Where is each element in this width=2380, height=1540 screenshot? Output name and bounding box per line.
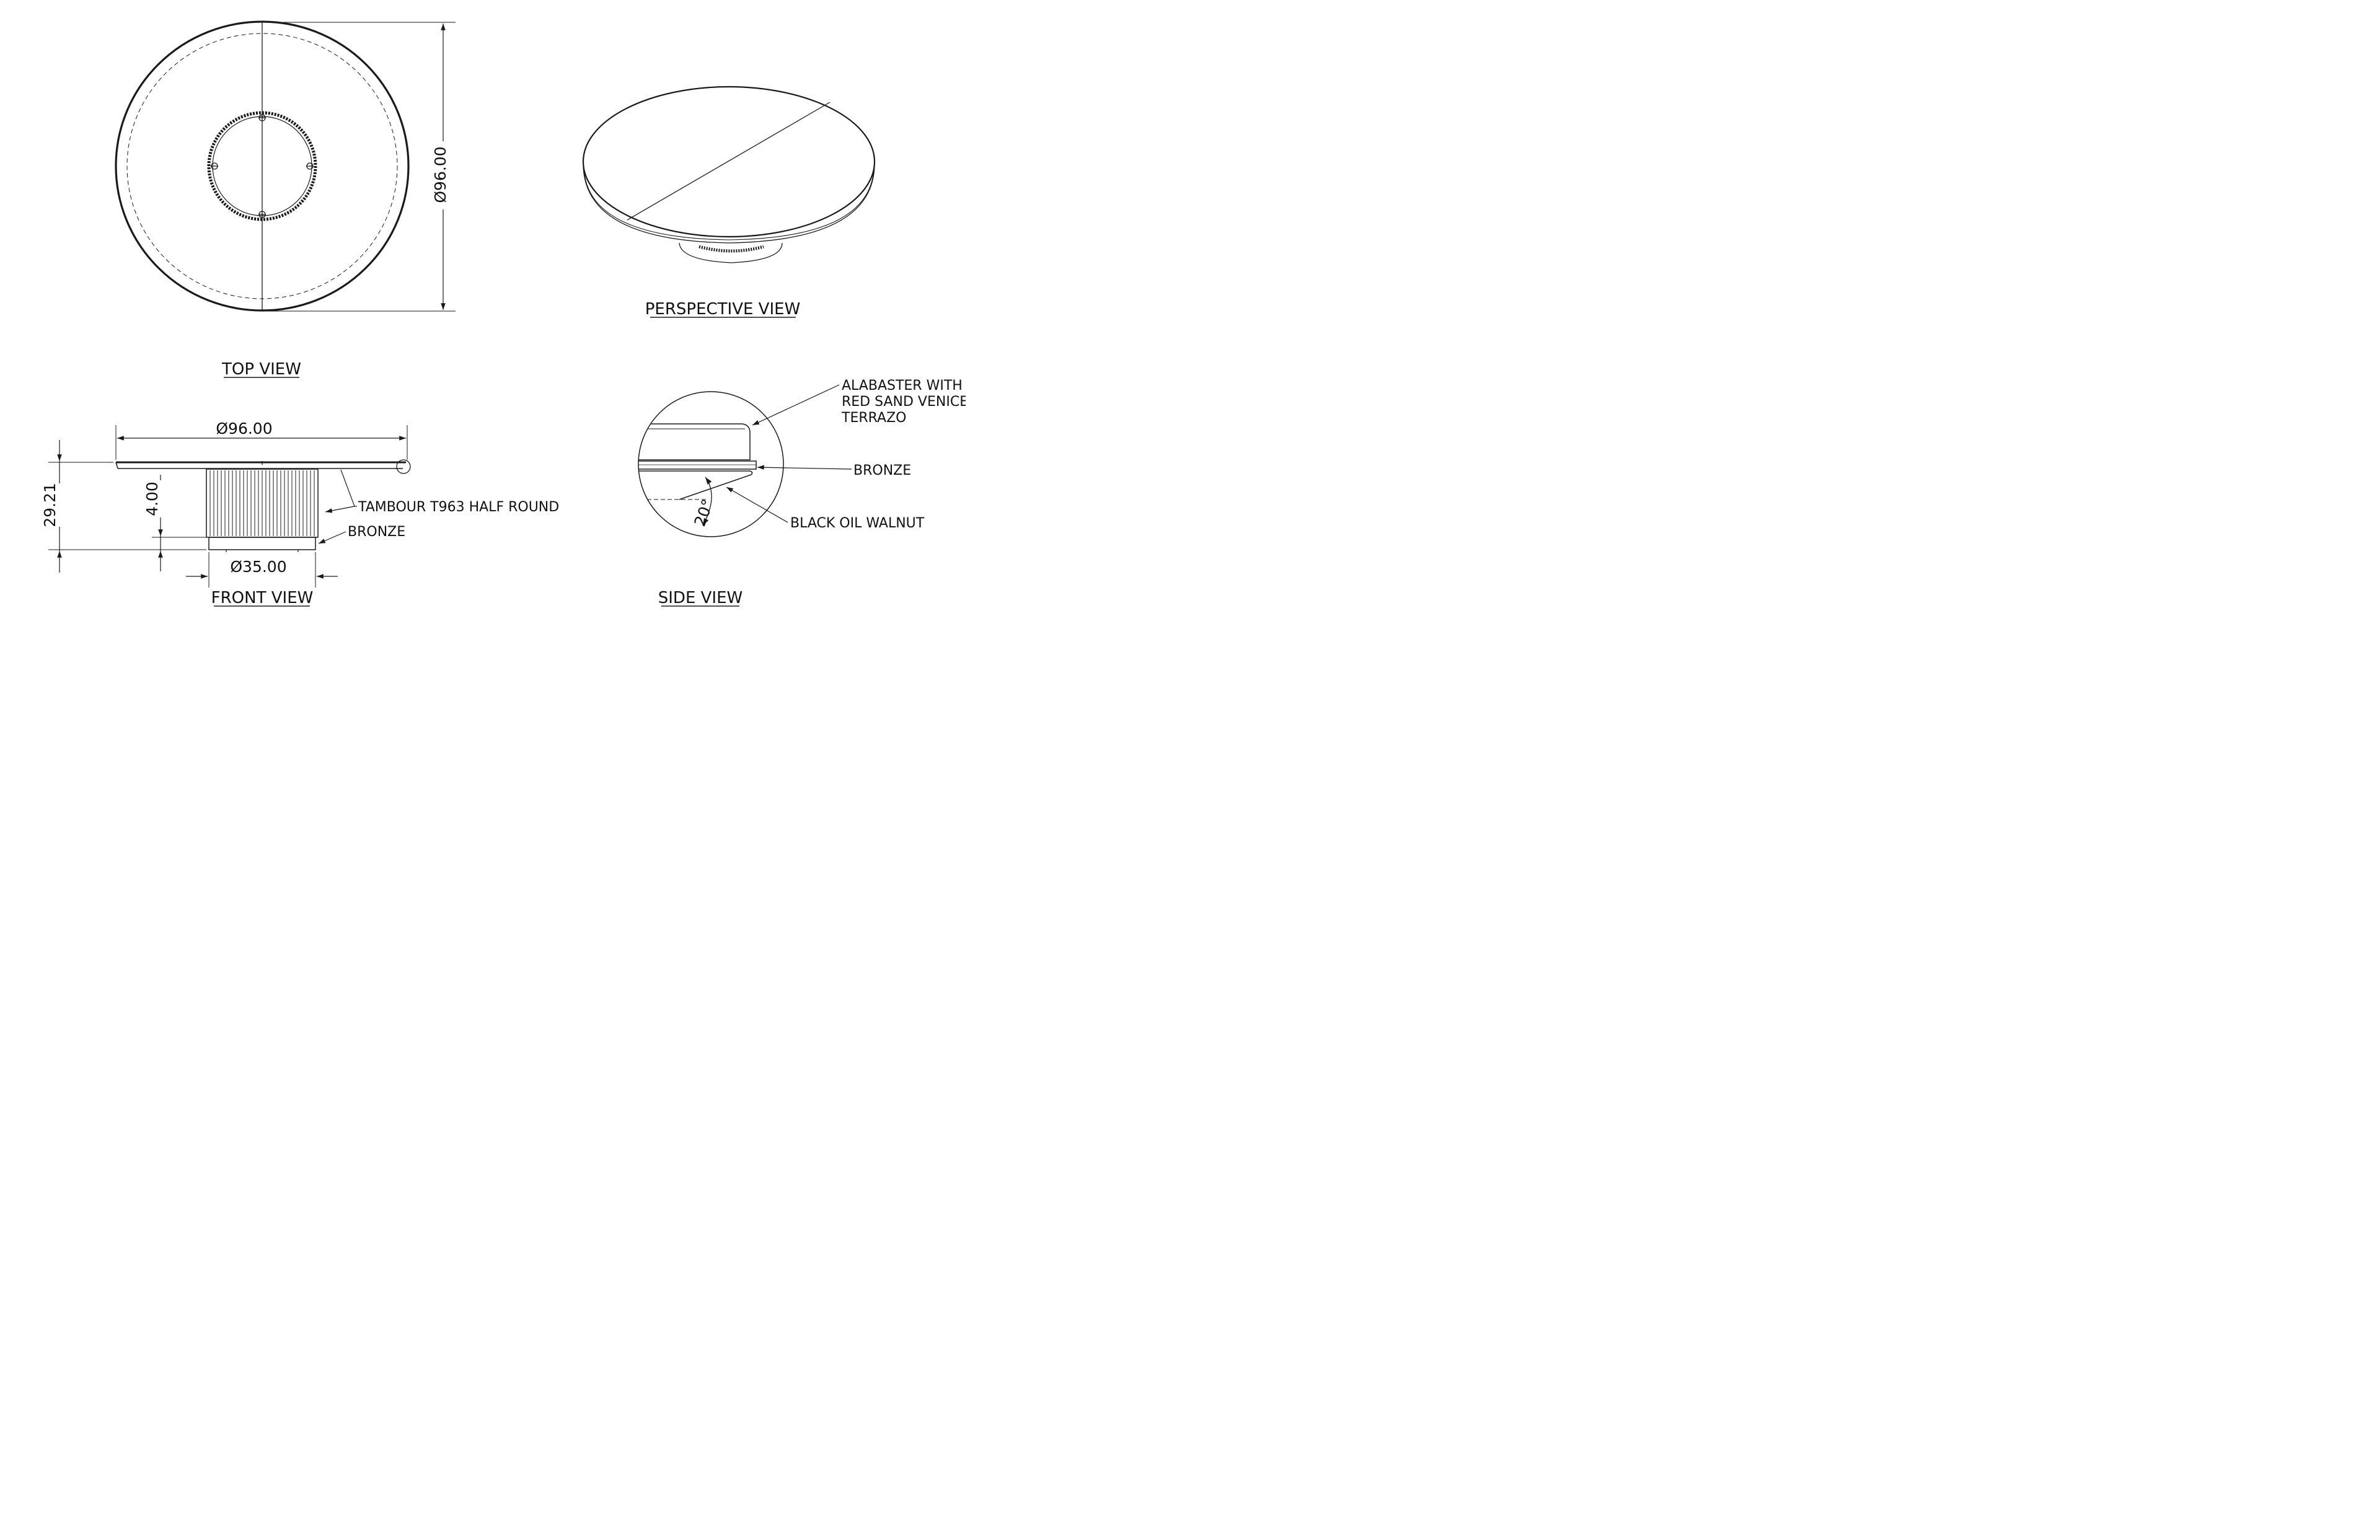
terrazzo-leader-line bbox=[752, 384, 840, 426]
dimension-text-gap bbox=[211, 420, 279, 438]
walnut-callout: BLACK OIL WALNUT bbox=[790, 516, 925, 531]
perspective-view: PERSPECTIVE VIEW bbox=[582, 86, 876, 319]
tabletop-edge-lower bbox=[583, 163, 875, 244]
bronze-band bbox=[638, 460, 757, 470]
tambour-fluting bbox=[209, 470, 315, 536]
side-view-title: SIDE VIEW bbox=[658, 589, 743, 607]
dimension-text-gap bbox=[428, 141, 459, 209]
top-view-title: TOP VIEW bbox=[221, 360, 301, 379]
tabletop-surface bbox=[582, 86, 876, 238]
bronze-plinth bbox=[208, 537, 316, 550]
front-view-title: FRONT VIEW bbox=[211, 589, 314, 607]
bronze-callout: BRONZE bbox=[853, 463, 911, 478]
edge-detail-circle bbox=[396, 459, 411, 474]
base-ring-outer bbox=[207, 111, 317, 221]
base-gap-label: 4.00 bbox=[143, 482, 161, 516]
dimension-text-gap bbox=[41, 483, 63, 527]
screw-icon bbox=[211, 162, 218, 170]
pedestal-silhouette bbox=[679, 242, 783, 263]
top-view-diameter-label: Ø96.00 bbox=[431, 146, 449, 203]
terrazzo-top-profile bbox=[638, 423, 751, 460]
front-top-diameter-label: Ø96.00 bbox=[216, 420, 272, 438]
walnut-bevel-edge bbox=[638, 470, 753, 500]
dimension-text-gap bbox=[143, 480, 165, 517]
side-view: 20° ALABASTER WITH RED SAND VENICE TERRA… bbox=[638, 378, 966, 607]
tabletop-left-end bbox=[115, 462, 118, 469]
pedestal-fluting bbox=[699, 245, 764, 253]
bronze-callout: BRONZE bbox=[348, 524, 405, 540]
terrazzo-callout-line1: ALABASTER WITH bbox=[842, 378, 963, 394]
tabletop-edge-upper bbox=[583, 165, 875, 240]
screw-icon bbox=[258, 211, 266, 218]
detail-contents bbox=[638, 423, 757, 526]
terrazzo-callout-line2: RED SAND VENICE bbox=[842, 394, 966, 410]
tambour-callout: TAMBOUR T963 HALF ROUND bbox=[358, 499, 559, 515]
bronze-leader-line bbox=[757, 465, 852, 470]
front-view: Ø96.00 29.21 4.00 Ø35.00 TAMBOUR T963 HA… bbox=[41, 420, 559, 607]
bronze-leader-line bbox=[318, 531, 346, 544]
base-diameter-label: Ø35.00 bbox=[230, 558, 286, 576]
tabletop-seam bbox=[627, 102, 831, 221]
detail-circle bbox=[638, 391, 784, 537]
angle-label: 20° bbox=[690, 497, 716, 529]
angle-dimension-arc bbox=[702, 477, 712, 526]
drawing-sheet: Ø96.00 TOP VIEW PERSPECTIVE VIEW bbox=[41, 20, 966, 607]
screw-icon bbox=[306, 162, 314, 170]
walnut-leader-line bbox=[726, 486, 788, 523]
perspective-view-title: PERSPECTIVE VIEW bbox=[645, 300, 801, 319]
overall-height-label: 29.21 bbox=[41, 483, 59, 527]
tambour-leader-line bbox=[325, 469, 355, 513]
top-view: Ø96.00 TOP VIEW bbox=[115, 20, 459, 379]
screw-icon bbox=[258, 114, 266, 121]
terrazzo-callout-line3: TERRAZO bbox=[841, 410, 906, 426]
